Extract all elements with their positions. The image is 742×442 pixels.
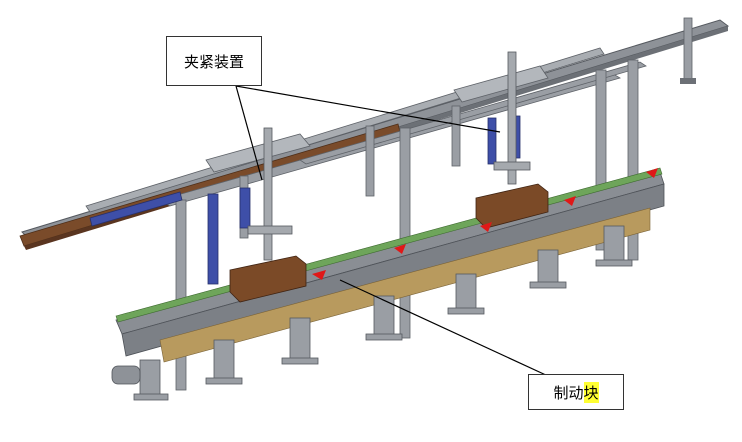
- blue-bracket: [89, 115, 521, 285]
- gantry-frame: [159, 59, 647, 391]
- end-support: [680, 17, 696, 84]
- workpiece: [229, 183, 549, 303]
- clamp-device-label: 夹紧装置: [166, 36, 262, 86]
- leader-lines: [235, 85, 549, 377]
- clamp-mast: [247, 51, 531, 261]
- brake-block-label: 制动块: [528, 374, 624, 410]
- brake-stop: [312, 168, 658, 280]
- drive-motor: [111, 365, 141, 385]
- clamp-device-text: 夹紧装置: [183, 52, 244, 71]
- brake-block-text: 制动: [553, 383, 584, 402]
- brake-block-highlight: 块: [583, 381, 599, 403]
- support-leg: [133, 225, 633, 401]
